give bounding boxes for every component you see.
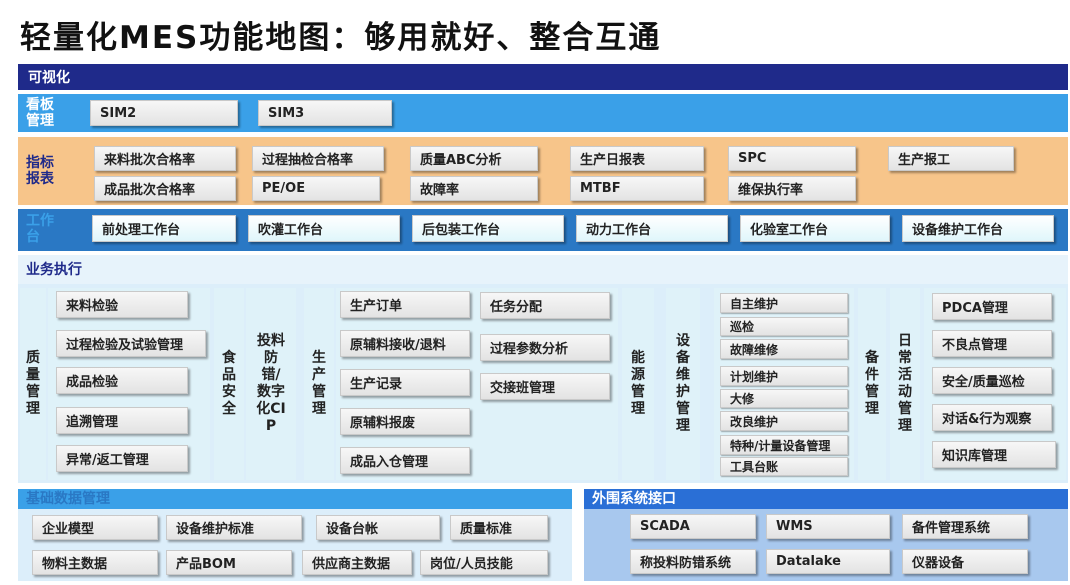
daily-label-column <box>890 288 920 480</box>
equipment-item[interactable]: 自主维护 <box>720 293 848 313</box>
report-item[interactable]: 来料批次合格率 <box>94 146 236 171</box>
external-band <box>584 489 1068 509</box>
report-item[interactable]: 故障率 <box>410 176 538 201</box>
execution-header-strip <box>18 255 1068 284</box>
foundation-item[interactable]: 质量标准 <box>450 515 548 540</box>
food-safety-column <box>214 288 244 480</box>
energy-column <box>622 288 654 480</box>
foundation-item[interactable]: 岗位/人员技能 <box>420 550 548 575</box>
spare-label-text: 备件管理 <box>865 350 879 417</box>
workbench-item[interactable]: 化验室工作台 <box>740 215 890 242</box>
equipment-item[interactable]: 工具台账 <box>720 457 848 476</box>
production-label-text: 生产管理 <box>312 350 326 417</box>
equipment-label: 设备维护管理 <box>666 288 700 480</box>
execution-label: 业务执行 <box>26 262 82 278</box>
equipment-item[interactable]: 故障维修 <box>720 339 848 359</box>
workbench-item[interactable]: 吹灌工作台 <box>248 215 400 242</box>
external-item[interactable]: 称投料防错系统 <box>630 549 756 574</box>
quality-item[interactable]: 过程检验及试验管理 <box>56 330 206 357</box>
board-label: 看板管理 <box>26 97 54 129</box>
production-label-column <box>304 288 334 480</box>
report-item[interactable]: 维保执行率 <box>728 176 856 201</box>
report-item[interactable]: 过程抽检合格率 <box>252 146 384 171</box>
workbench-item[interactable]: 前处理工作台 <box>92 215 236 242</box>
page-title: 轻量化MES功能地图：够用就好、整合互通 <box>20 20 662 56</box>
external-item[interactable]: SCADA <box>630 514 756 539</box>
daily-item[interactable]: 对话&行为观察 <box>932 404 1052 431</box>
report-item[interactable]: 生产日报表 <box>570 146 704 171</box>
foundation-item[interactable]: 物料主数据 <box>32 550 158 575</box>
daily-item[interactable]: 安全/质量巡检 <box>932 367 1052 394</box>
foundation-item[interactable]: 设备维护标准 <box>166 515 302 540</box>
foundation-item[interactable]: 企业模型 <box>32 515 158 540</box>
daily-item[interactable]: 知识库管理 <box>932 441 1056 468</box>
production-item[interactable]: 成品入仓管理 <box>340 447 470 474</box>
production-item[interactable]: 生产订单 <box>340 291 470 318</box>
daily-item[interactable]: PDCA管理 <box>932 293 1052 320</box>
quality-item[interactable]: 来料检验 <box>56 291 188 318</box>
quality-label-text: 质量管理 <box>26 350 40 417</box>
daily-label: 日常活动管理 <box>890 288 920 480</box>
external-item[interactable]: 备件管理系统 <box>902 514 1028 539</box>
quality-label-column <box>20 288 46 480</box>
report-item[interactable]: PE/OE <box>252 176 380 201</box>
external-item[interactable]: WMS <box>766 514 890 539</box>
report-item[interactable]: SPC <box>728 146 856 171</box>
equipment-item[interactable]: 计划维护 <box>720 366 848 386</box>
workbench-label: 工作台 <box>26 213 54 245</box>
report-item[interactable]: 生产报工 <box>888 146 1014 171</box>
energy-label-text: 能源管理 <box>631 350 645 417</box>
workbench-item[interactable]: 动力工作台 <box>576 215 728 242</box>
workbench-item[interactable]: 后包装工作台 <box>412 215 564 242</box>
foundation-item[interactable]: 设备台帐 <box>316 515 440 540</box>
equipment-item[interactable]: 大修 <box>720 389 848 408</box>
quality-item[interactable]: 成品检验 <box>56 367 188 394</box>
spare-label: 备件管理 <box>858 288 886 480</box>
spare-column <box>858 288 886 480</box>
food-safety-label: 食品安全 <box>214 288 244 480</box>
quality-label: 质量管理 <box>20 288 46 480</box>
equipment-label-column <box>666 288 700 480</box>
cip-column <box>246 288 296 480</box>
production-item[interactable]: 交接班管理 <box>480 373 610 400</box>
external-item[interactable]: Datalake <box>766 549 890 574</box>
food-safety-label-text: 食品安全 <box>222 350 236 417</box>
quality-item[interactable]: 异常/返工管理 <box>56 445 188 472</box>
foundation-item[interactable]: 供应商主数据 <box>302 550 412 575</box>
report-item[interactable]: MTBF <box>570 176 704 201</box>
production-item[interactable]: 原辅料报废 <box>340 408 470 435</box>
workbench-item[interactable]: 设备维护工作台 <box>902 215 1054 242</box>
daily-item[interactable]: 不良点管理 <box>932 330 1052 357</box>
cip-label-text: 投料防错/数字化CIP <box>256 333 286 434</box>
equipment-item[interactable]: 巡检 <box>720 317 848 336</box>
equipment-item[interactable]: 改良维护 <box>720 411 848 431</box>
energy-label: 能源管理 <box>622 288 654 480</box>
report-item[interactable]: 质量ABC分析 <box>410 146 538 171</box>
foundation-item[interactable]: 产品BOM <box>166 550 292 575</box>
external-label: 外围系统接口 <box>592 491 676 507</box>
visual-band: 可视化 <box>18 64 1068 90</box>
daily-label-text: 日常活动管理 <box>898 333 912 434</box>
board-item-sim2[interactable]: SIM2 <box>90 100 238 126</box>
equipment-item[interactable]: 特种/计量设备管理 <box>720 435 848 455</box>
external-item[interactable]: 仪器设备 <box>902 549 1028 574</box>
equipment-label-text: 设备维护管理 <box>676 333 690 434</box>
quality-item[interactable]: 追溯管理 <box>56 407 188 434</box>
production-item[interactable]: 过程参数分析 <box>480 334 610 361</box>
production-label: 生产管理 <box>304 288 334 480</box>
foundation-band <box>18 489 572 509</box>
production-item[interactable]: 生产记录 <box>340 369 470 396</box>
report-item[interactable]: 成品批次合格率 <box>94 176 236 201</box>
production-item[interactable]: 任务分配 <box>480 292 610 319</box>
visual-band-label: 可视化 <box>28 70 70 86</box>
production-item[interactable]: 原辅料接收/退料 <box>340 330 470 357</box>
board-item-sim3[interactable]: SIM3 <box>258 100 392 126</box>
cip-label: 投料防错/数字化CIP <box>246 288 296 480</box>
foundation-label: 基础数据管理 <box>26 491 110 507</box>
report-label: 指标报表 <box>26 155 54 187</box>
